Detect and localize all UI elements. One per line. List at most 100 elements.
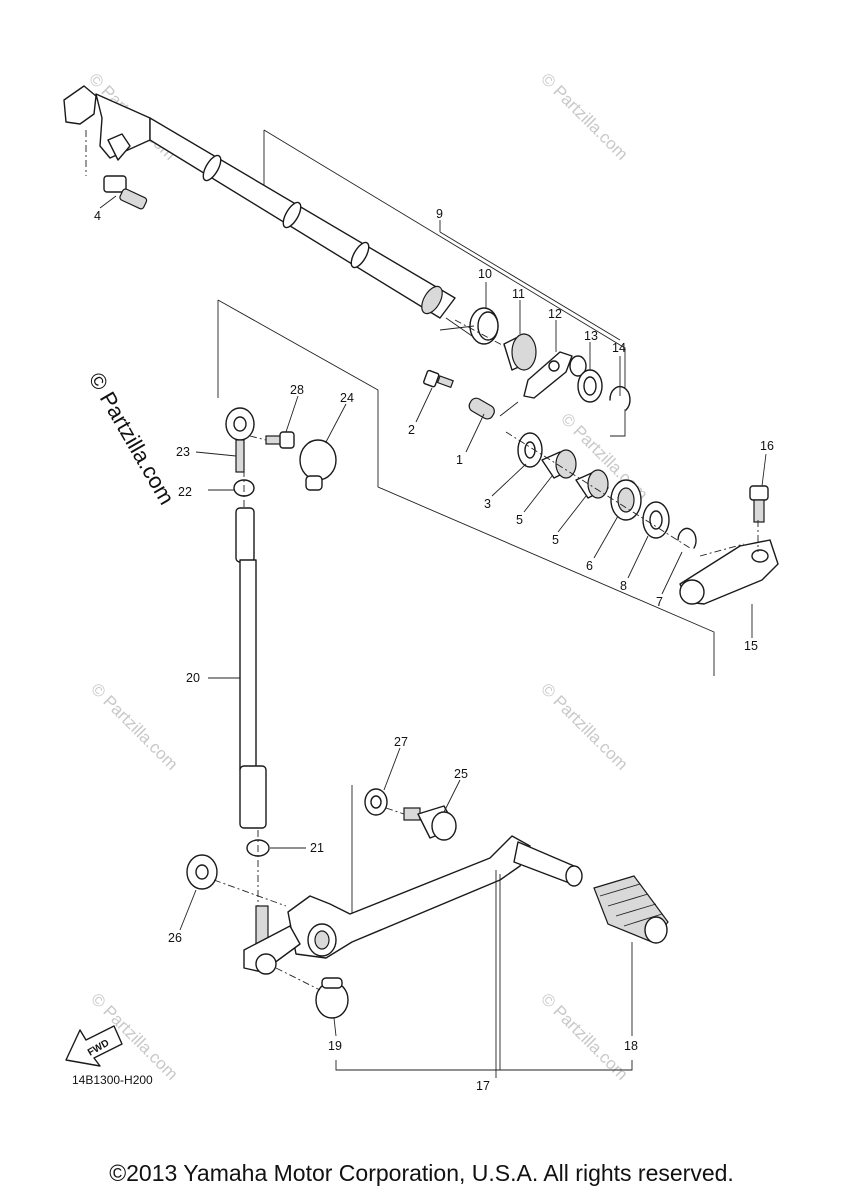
callout-2: 2 <box>408 423 415 437</box>
shift-pedal <box>243 835 583 975</box>
washer-8-hole <box>649 510 663 530</box>
dash-line <box>213 879 287 907</box>
frame-shaft-assembly <box>263 129 626 437</box>
shaft-ring <box>202 154 222 182</box>
leader-8 <box>627 535 649 579</box>
watermark-text: © Partzilla.com <box>537 69 631 163</box>
shift-arm-hole <box>751 549 769 563</box>
callout-10: 10 <box>478 267 492 281</box>
bolt-16 <box>749 485 769 523</box>
watermark-text: © Partzilla.com <box>537 679 631 773</box>
bolt-head <box>749 485 769 501</box>
callout-11: 11 <box>512 287 525 301</box>
pedal-tip-end <box>565 865 583 887</box>
callout-8: 8 <box>620 579 627 593</box>
dash-line <box>385 807 405 815</box>
pedal-rubber <box>593 875 669 944</box>
dash-line <box>249 435 267 441</box>
dash-line <box>275 967 321 991</box>
pedal-link-eye <box>255 953 277 975</box>
spring-coils <box>468 397 495 420</box>
callout-15: 15 <box>744 639 758 653</box>
callout-21: 21 <box>310 841 324 855</box>
shaft-ring <box>350 241 370 269</box>
leader-24 <box>325 403 347 443</box>
callout-26: 26 <box>168 931 182 945</box>
callout-18: 18 <box>624 1039 638 1053</box>
washer-26-hole <box>195 864 209 880</box>
leader-28 <box>285 395 299 433</box>
bushing <box>569 355 587 377</box>
copyright-footer: ©2013 Yamaha Motor Corporation, U.S.A. A… <box>109 1160 734 1186</box>
leader-4 <box>99 195 117 209</box>
callout-12: 12 <box>548 307 562 321</box>
dash-line <box>505 431 691 549</box>
leader-5b <box>557 495 587 533</box>
callout-leaders <box>99 195 767 1078</box>
bolt-thread <box>119 188 148 210</box>
watermark-text: © Partzilla.com <box>87 679 181 773</box>
rubber-groove <box>615 903 657 917</box>
circlip <box>609 385 631 411</box>
callout-28: 28 <box>290 383 304 397</box>
callout-27: 27 <box>394 735 408 749</box>
callout-6: 6 <box>586 559 593 573</box>
rubber-end <box>644 916 668 944</box>
fwd-arrow-icon <box>65 1025 123 1067</box>
callout-labels: 1 2 3 5 5 6 8 7 4 9 10 11 12 13 14 15 16… <box>94 207 774 1093</box>
callout-13: 13 <box>584 329 598 343</box>
shaft-clip-detail <box>107 133 131 161</box>
leader-7 <box>661 551 683 595</box>
callout-20: 20 <box>186 671 200 685</box>
spring-coil <box>477 311 499 341</box>
ball-joint-stem <box>321 977 343 989</box>
pedal-arm <box>287 835 531 959</box>
callout-9: 9 <box>436 207 443 221</box>
rubber-groove <box>599 883 641 897</box>
ball-joint-lower <box>315 977 349 1019</box>
watermark-main: © Partzilla.com <box>84 368 180 509</box>
washer-hole <box>583 376 597 396</box>
shaft-body <box>149 117 456 319</box>
diagram-code: 14B1300-H200 <box>72 1073 153 1087</box>
bolt-small <box>423 369 454 389</box>
bolt-collar-face <box>431 811 457 841</box>
pedal-pivot-hole <box>314 930 330 950</box>
leader-6 <box>593 515 619 559</box>
callout-25: 25 <box>454 767 468 781</box>
bolt-28 <box>265 431 295 449</box>
shift-plate <box>523 351 573 399</box>
return-spring <box>468 397 519 420</box>
rod-body <box>239 559 257 771</box>
rod-end-thread <box>235 439 245 473</box>
leader-5a <box>523 475 553 513</box>
rod-lower-sleeve <box>239 765 267 829</box>
torsion-spring <box>439 307 499 345</box>
callout-14: 14 <box>612 341 626 355</box>
bolt-head <box>279 431 295 449</box>
leader-25 <box>443 779 461 813</box>
rubber-groove <box>607 893 649 907</box>
callout-17: 17 <box>476 1079 490 1093</box>
spring-hook <box>499 401 519 417</box>
dash-line <box>454 319 505 347</box>
pivot-bolt <box>403 805 457 841</box>
bolt-thread <box>436 375 454 389</box>
shift-arm-boss <box>679 579 705 605</box>
rod-upper-sleeve <box>235 507 255 563</box>
rod-end-upper <box>225 407 255 473</box>
spring-arm <box>445 317 473 337</box>
shaft-end-clip <box>63 85 97 125</box>
callout-3: 3 <box>484 497 491 511</box>
callout-16: 16 <box>760 439 774 453</box>
callout-5a: 5 <box>516 513 523 527</box>
collar-face <box>511 333 537 371</box>
bolt-head <box>103 175 127 193</box>
assembly-dashes <box>85 130 759 991</box>
stopper-bolt <box>103 175 148 210</box>
ball-joint-housing <box>299 439 337 481</box>
shift-rod <box>235 507 267 829</box>
callout-23: 23 <box>176 445 190 459</box>
leader-23 <box>195 451 237 457</box>
